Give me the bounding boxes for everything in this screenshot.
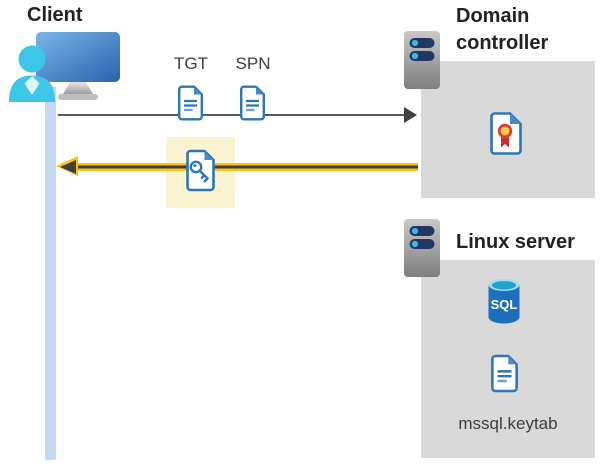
linux-server-server-icon	[404, 219, 440, 277]
response-arrow-line	[76, 163, 418, 171]
user-at-monitor-icon	[9, 32, 120, 102]
tgt-label: TGT	[174, 54, 208, 73]
sql-database-icon: SQL	[488, 279, 520, 324]
key-ticket-document-icon	[186, 149, 215, 192]
tgt-document-icon	[178, 85, 203, 121]
domain-controller-title-line2: controller	[456, 32, 549, 54]
spn-label: SPN	[235, 54, 271, 73]
domain-controller-title: Domain controller	[456, 3, 548, 57]
client-timeline-bar	[45, 86, 56, 460]
linux-server-title: Linux server	[456, 231, 575, 253]
request-arrow-head-icon	[404, 107, 417, 123]
response-arrow-head-inner-icon	[60, 159, 76, 174]
keytab-document-icon	[491, 354, 518, 393]
client-title: Client	[27, 4, 83, 26]
keytab-label: mssql.keytab	[458, 414, 558, 433]
spn-document-icon	[240, 85, 265, 121]
sql-label: SQL	[491, 297, 518, 312]
domain-controller-server-icon	[404, 31, 440, 89]
certificate-document-icon	[490, 112, 522, 155]
domain-controller-title-line1: Domain	[456, 5, 530, 27]
request-arrow-line	[58, 114, 406, 116]
